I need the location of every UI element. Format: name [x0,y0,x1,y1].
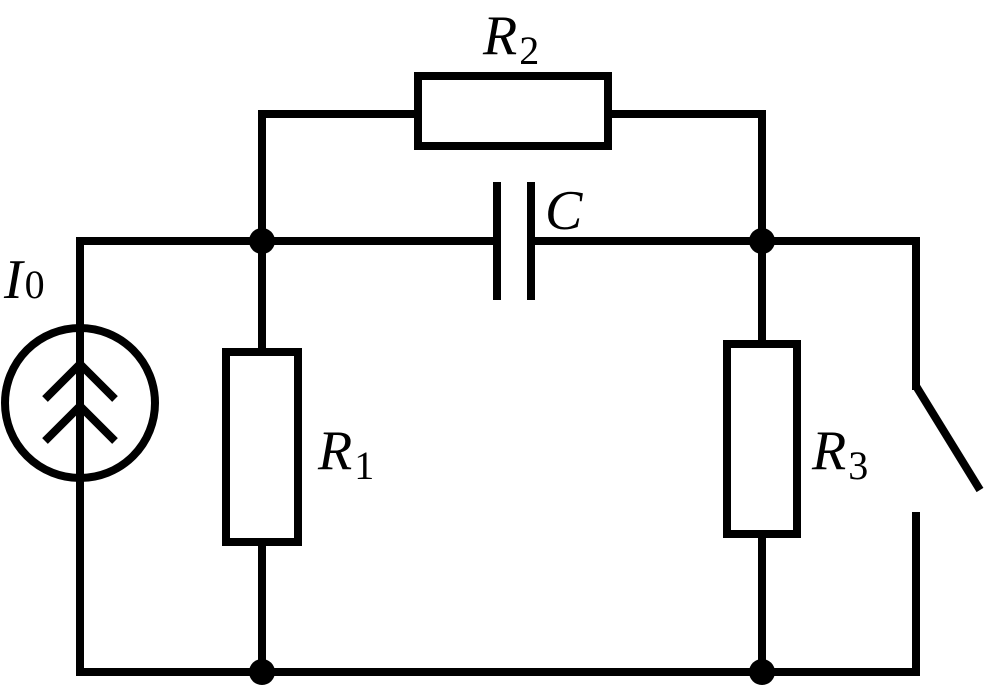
label-r3: R3 [811,420,868,488]
junction-top-right [749,228,775,254]
current-source-icon [1,324,159,482]
junction-bottom-right [749,659,775,685]
capacitor [493,182,535,300]
open-switch-icon [912,383,984,493]
wire-left-bottom [76,476,266,676]
wire-switch-top [758,237,920,390]
junctions [249,228,775,685]
junction-top-left [249,228,275,254]
resistor-r1 [222,348,302,546]
label-source: I0 [3,249,45,311]
label-r2: R2 [482,5,539,73]
label-r1: R1 [317,420,374,488]
resistor-r3 [723,340,801,538]
wire-left-top [76,237,266,329]
label-capacitor: C [545,180,583,242]
wire-switch-bottom [758,512,920,676]
wire-r2-left [258,110,422,245]
wire-r2-right [604,110,766,245]
junction-bottom-left [249,659,275,685]
resistor-r2 [414,72,612,150]
wires [76,110,920,676]
